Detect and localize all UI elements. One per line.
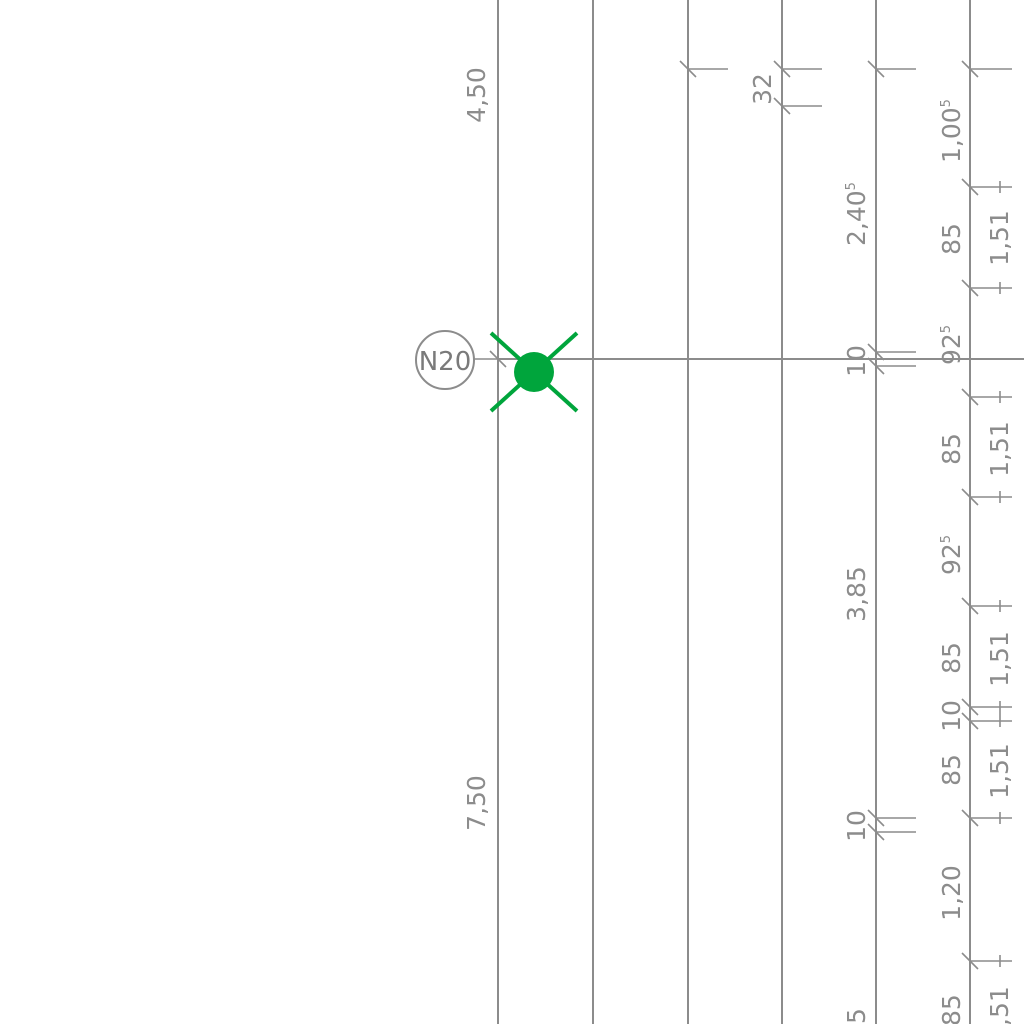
- dimension-label: 925: [937, 325, 966, 365]
- dimension-label: 32: [748, 73, 777, 105]
- tick: [773, 97, 791, 115]
- dimension-label: 85: [937, 223, 966, 255]
- dimension-label: 1,20: [937, 865, 966, 921]
- dimension-label: 85: [937, 994, 966, 1024]
- tick: [961, 60, 979, 78]
- tick: [867, 60, 885, 78]
- grid-lines: [497, 0, 1024, 1024]
- tick: [961, 488, 979, 506]
- tick: [961, 952, 979, 970]
- dimension-label: 10: [842, 345, 871, 377]
- tick: [773, 60, 791, 78]
- dimension-ticks: [489, 60, 1012, 970]
- tick: [867, 357, 885, 375]
- tick: [867, 823, 885, 841]
- grid-bubble-icon[interactable]: N20: [415, 330, 475, 390]
- dimension-label: 7,50: [462, 775, 491, 831]
- dimension-label: 10: [937, 700, 966, 732]
- dimension-label: 5: [842, 1008, 871, 1024]
- column-marker-icon[interactable]: [489, 331, 579, 413]
- dimension-label: 1,51: [985, 743, 1014, 799]
- tick: [961, 178, 979, 196]
- dimension-label: 1,51: [985, 631, 1014, 687]
- dimension-label: 1,51: [985, 421, 1014, 477]
- dimension-label: 1,005: [937, 99, 966, 163]
- tick: [867, 343, 885, 361]
- dimensions-mid: 32 2,405 10 3,85 10 5: [748, 73, 871, 1024]
- dimensions-left: 4,50 7,50: [462, 67, 491, 831]
- tick: [867, 809, 885, 827]
- tick: [679, 60, 697, 78]
- tick: [961, 809, 979, 827]
- tick: [961, 597, 979, 615]
- grid-bubble-label: N20: [419, 347, 472, 377]
- dimension-label: 10: [842, 810, 871, 842]
- dimension-label: 925: [937, 535, 966, 575]
- tick: [961, 388, 979, 406]
- dimension-label: 85: [937, 433, 966, 465]
- dimension-label: 4,50: [462, 67, 491, 123]
- dimension-label: 1,51: [985, 210, 1014, 266]
- tick: [961, 698, 979, 716]
- dimension-label: 85: [937, 754, 966, 786]
- dimension-label: 3,85: [842, 566, 871, 622]
- dimension-label: 85: [937, 642, 966, 674]
- dimension-label: 2,405: [842, 182, 871, 246]
- tick: [961, 712, 979, 730]
- dimensions-right-b: 1,51 1,51 1,51 1,51 ,51: [985, 210, 1014, 1024]
- dimensions-right-a: 1,005 85 925 85 925 85 10 85 1,20 85: [937, 99, 966, 1024]
- tick: [961, 279, 979, 297]
- dimension-label: ,51: [985, 986, 1014, 1024]
